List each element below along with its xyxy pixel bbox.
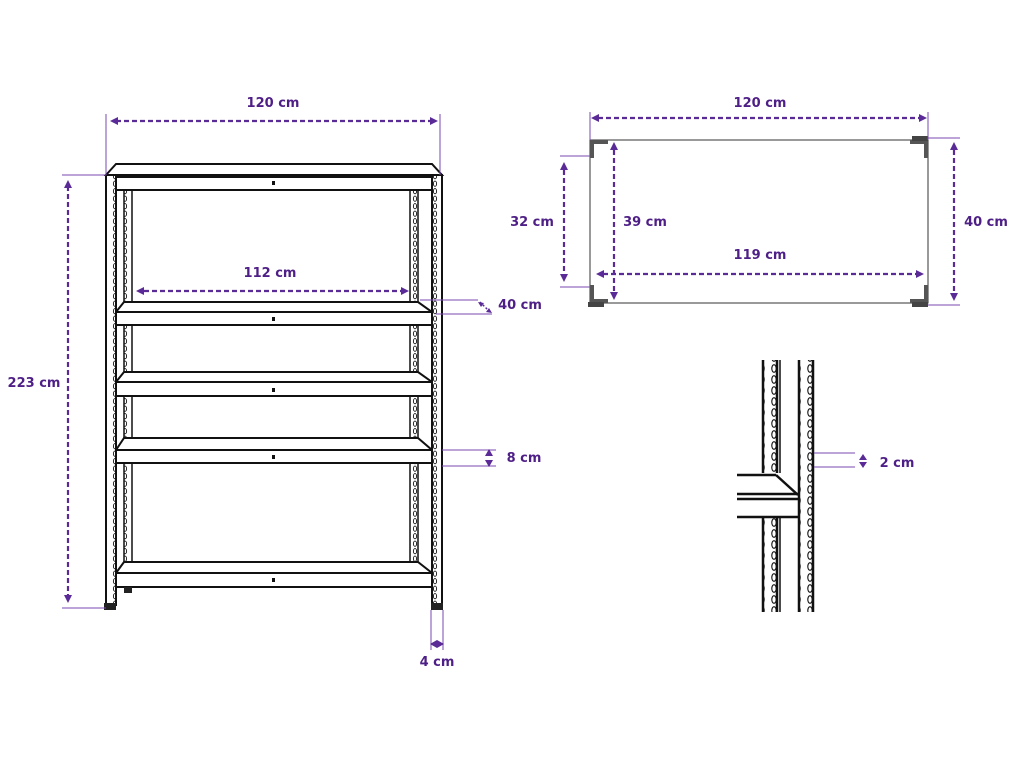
left-front-post [105, 174, 117, 606]
shelf-thickness-label: 8 cm [507, 451, 542, 466]
top-width-label: 120 cm [734, 96, 787, 111]
inner-width-label-top: 119 cm [734, 248, 787, 263]
width-label: 120 cm [247, 96, 300, 111]
shelf-3 [115, 371, 433, 397]
top-view-outline [589, 139, 929, 304]
corner-bracket [590, 140, 608, 158]
post-width-label: 4 cm [420, 655, 455, 670]
inner-depth2-label: 39 cm [623, 215, 667, 230]
detail-view: 2 cm [737, 360, 914, 612]
height-label: 223 cm [8, 376, 61, 391]
shelf-5 [115, 561, 433, 588]
left-foot [104, 603, 116, 610]
front-view-shelving [103, 163, 445, 610]
corner-bracket [910, 285, 928, 303]
top-view: 120 cm 32 cm 39 cm 119 cm 40 cm [510, 96, 1008, 307]
shelves [115, 176, 433, 588]
shelf-2 [115, 301, 433, 326]
depth-label: 40 cm [498, 298, 542, 313]
right-foot [431, 603, 443, 610]
top-board [103, 163, 445, 176]
inner-width-label: 112 cm [244, 266, 297, 281]
corner-bracket [590, 285, 608, 303]
depth-label-top: 40 cm [964, 215, 1008, 230]
front-dimensions: 120 cm 223 cm 112 cm 40 cm 8 cm 4 cm [8, 96, 542, 670]
right-front-post [431, 174, 443, 606]
corner-bracket [910, 140, 928, 158]
hole-spacing-label: 2 cm [880, 456, 915, 471]
inner-depth-label: 32 cm [510, 215, 554, 230]
